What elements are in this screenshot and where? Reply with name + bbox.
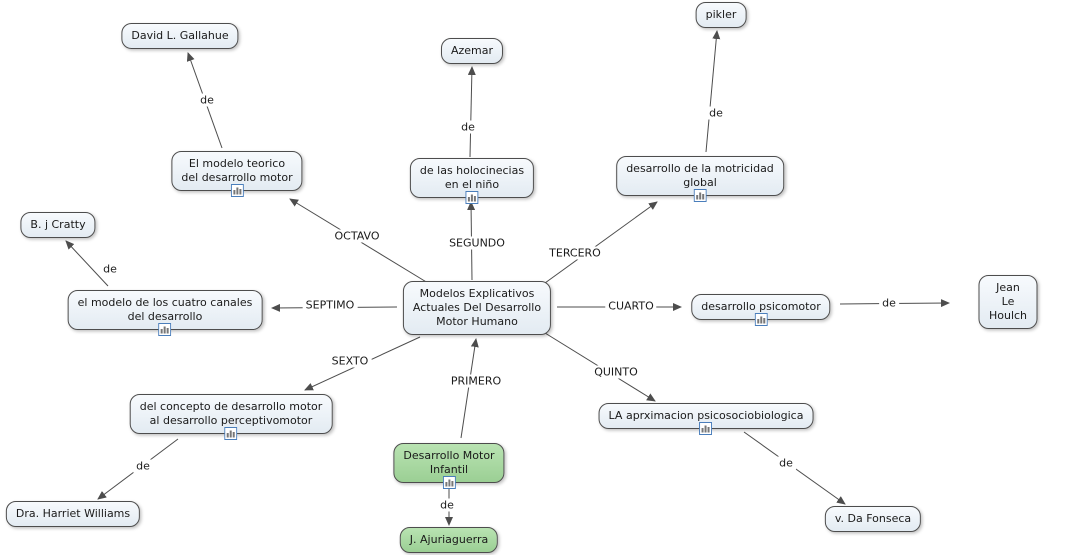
node-pikler[interactable]: pikler xyxy=(695,2,747,28)
node-cratty[interactable]: B. j Cratty xyxy=(20,212,96,238)
resource-icon[interactable] xyxy=(442,476,456,489)
link-desarrollo-motor-infantil-central xyxy=(460,338,479,439)
edge-label-quinto[interactable]: QUINTO xyxy=(591,365,641,379)
node-label: pikler xyxy=(705,8,737,21)
node-label: J. Ajuriaguerra xyxy=(409,533,489,546)
node-psicomotor[interactable]: desarrollo psicomotor xyxy=(691,294,831,326)
edge-label-de-ajuriaguerra[interactable]: de xyxy=(437,498,457,512)
node-harriet-williams[interactable]: Dra. Harriet Williams xyxy=(5,501,141,527)
node-label: de las holocinecias en el niño xyxy=(419,164,525,191)
resource-icon[interactable] xyxy=(230,184,244,197)
edge-label-de-da-fonseca[interactable]: de xyxy=(776,456,796,470)
node-concepto-perceptivomotor[interactable]: del concepto de desarrollo motor al desa… xyxy=(129,394,333,440)
node-motricidad-global[interactable]: desarrollo de la motricidad global xyxy=(616,156,784,202)
edge-label-de-azemar[interactable]: de xyxy=(458,120,478,134)
node-label: desarrollo de la motricidad global xyxy=(626,162,774,189)
node-label: desarrollo psicomotor xyxy=(701,300,821,313)
edge-label-octavo[interactable]: OCTAVO xyxy=(331,229,383,243)
edge-label-de-harriet-williams[interactable]: de xyxy=(133,459,153,473)
resource-icon[interactable] xyxy=(158,323,172,336)
node-label: Jean Le Houlch xyxy=(988,281,1028,322)
edge-label-cuarto[interactable]: CUARTO xyxy=(605,299,657,313)
edge-label-tercero[interactable]: TERCERO xyxy=(546,246,604,260)
node-azemar[interactable]: Azemar xyxy=(440,38,504,64)
node-label: B. j Cratty xyxy=(30,218,86,231)
edge-label-de-pikler[interactable]: de xyxy=(706,106,726,120)
link-holocinecias-azemar xyxy=(467,66,476,158)
edge-label-primero[interactable]: PRIMERO xyxy=(447,374,505,388)
node-le-houlch[interactable]: Jean Le Houlch xyxy=(978,275,1038,329)
node-label: Desarrollo Motor Infantil xyxy=(403,449,495,476)
link-motricidad-pikler xyxy=(705,30,721,153)
node-label: v. Da Fonseca xyxy=(834,512,912,525)
node-label: El modelo teorico del desarrollo motor xyxy=(181,157,293,184)
edge-label-sexto[interactable]: SEXTO xyxy=(328,354,372,368)
edge-label-septimo[interactable]: SEPTIMO xyxy=(302,298,358,312)
node-modelo-teorico[interactable]: El modelo teorico del desarrollo motor xyxy=(171,151,303,197)
node-central[interactable]: Modelos Explicativos Actuales Del Desarr… xyxy=(402,281,552,335)
node-ajuriaguerra[interactable]: J. Ajuriaguerra xyxy=(399,527,499,553)
node-label: LA aprximacion psicosociobiologica xyxy=(608,409,804,422)
node-cuatro-canales[interactable]: el modelo de los cuatro canales del desa… xyxy=(67,290,263,336)
node-label: Modelos Explicativos Actuales Del Desarr… xyxy=(412,287,542,328)
resource-icon[interactable] xyxy=(754,313,768,326)
resource-icon[interactable] xyxy=(224,427,238,440)
node-psicosociobiologica[interactable]: LA aprximacion psicosociobiologica xyxy=(598,403,814,435)
node-label: Azemar xyxy=(450,44,494,57)
link-central-motricidad xyxy=(544,201,658,284)
node-label: David L. Gallahue xyxy=(131,29,229,42)
node-desarrollo-motor-infantil[interactable]: Desarrollo Motor Infantil xyxy=(393,443,505,489)
edge-label-de-cratty[interactable]: de xyxy=(100,262,120,276)
node-label: del concepto de desarrollo motor al desa… xyxy=(139,400,323,427)
resource-icon[interactable] xyxy=(465,191,479,204)
edge-label-de-gallahue[interactable]: de xyxy=(197,93,217,107)
node-label: el modelo de los cuatro canales del desa… xyxy=(77,296,253,323)
edge-label-segundo[interactable]: SEGUNDO xyxy=(446,236,508,250)
node-da-fonseca[interactable]: v. Da Fonseca xyxy=(824,506,922,532)
resource-icon[interactable] xyxy=(693,189,707,202)
resource-icon[interactable] xyxy=(699,422,713,435)
node-david-gallahue[interactable]: David L. Gallahue xyxy=(121,23,239,49)
node-label: Dra. Harriet Williams xyxy=(15,507,131,520)
node-holocinecias[interactable]: de las holocinecias en el niño xyxy=(409,158,535,204)
edge-label-de-le-houlch[interactable]: de xyxy=(879,296,899,310)
